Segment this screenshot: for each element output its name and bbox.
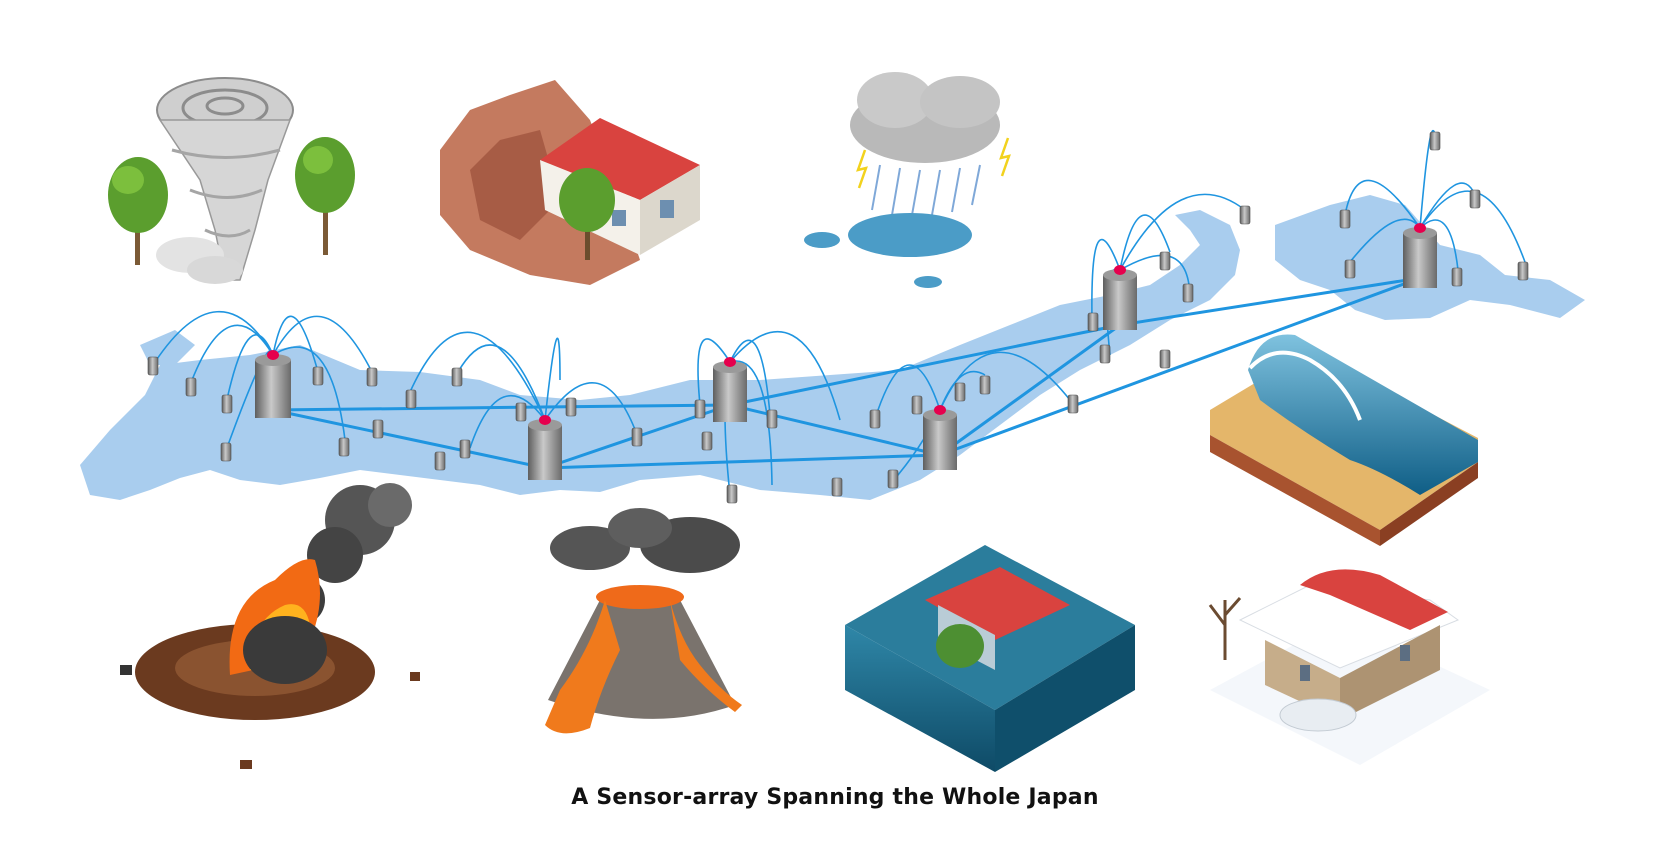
heavy-snow-icon [1208, 569, 1490, 765]
hub-kyushu [255, 350, 291, 418]
backbone-links [272, 276, 1421, 470]
hub-stations [255, 223, 1437, 480]
diagram-caption: A Sensor-array Spanning the Whole Japan [571, 785, 1099, 810]
hub-tohoku [1103, 265, 1137, 330]
volcano-icon [545, 508, 742, 734]
hub-kansai [713, 357, 747, 422]
sensor-nodes [147, 131, 1529, 504]
flood-icon [845, 545, 1135, 772]
hub-hokkaido [1403, 223, 1437, 288]
heavy-rain-icon [804, 72, 1011, 288]
hub-chubu [923, 405, 957, 470]
hub-chugoku [528, 415, 562, 480]
meteorite-icon [120, 483, 420, 769]
landslide-icon [440, 80, 700, 285]
tsunami-icon [1210, 334, 1478, 546]
tornado-icon [108, 77, 355, 284]
